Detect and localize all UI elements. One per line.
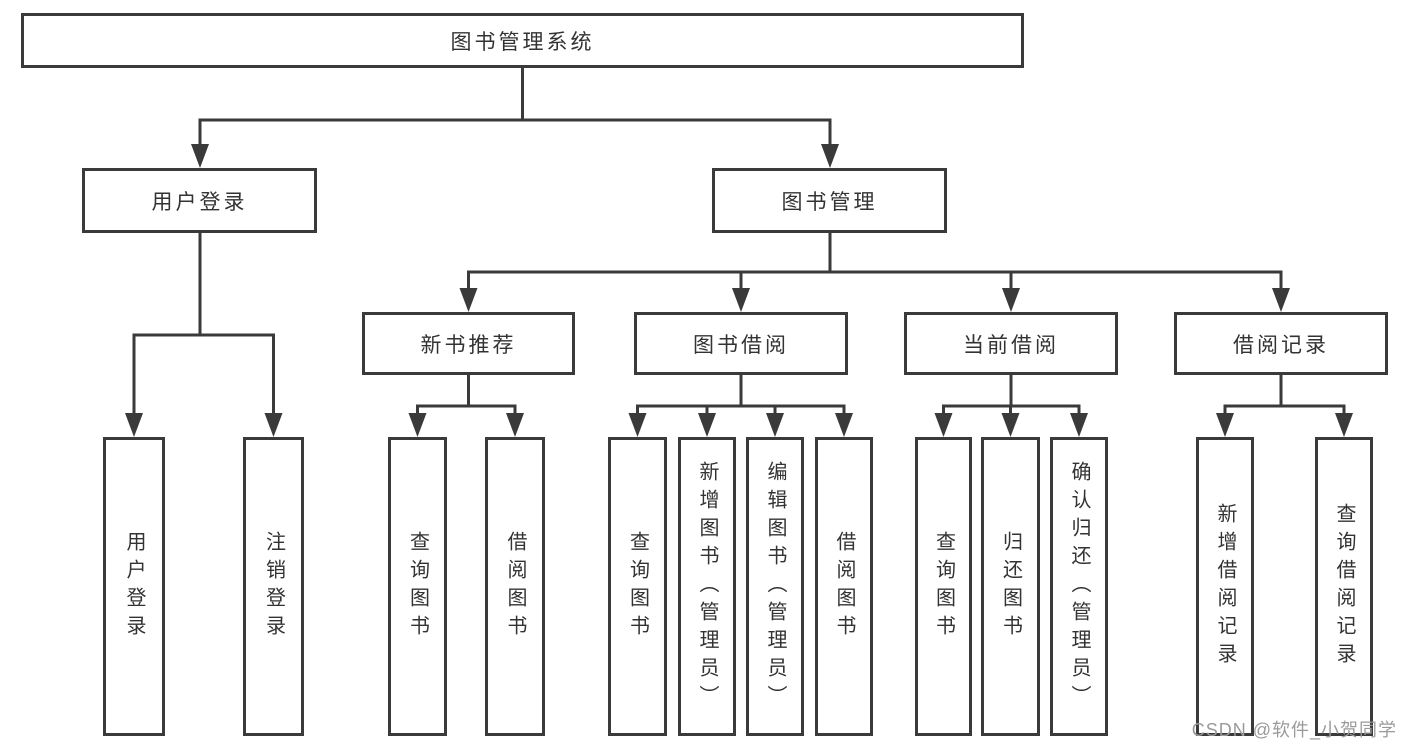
- node-label: 确认归还（管理员）: [1068, 460, 1090, 713]
- node-label: 图书借阅: [693, 333, 789, 357]
- node-label: 借阅记录: [1233, 333, 1329, 357]
- leaf-query-books-2: 查询图书: [608, 437, 667, 736]
- leaf-query-books-1: 查询图书: [388, 437, 447, 736]
- node-label: 查询图书: [932, 530, 955, 643]
- leaf-query-books-3: 查询图书: [915, 437, 972, 736]
- leaf-add-books-admin: 新增图书（管理员）: [678, 437, 736, 736]
- node-book-borrow: 图书借阅: [634, 312, 848, 375]
- node-new-book-recommend: 新书推荐: [362, 312, 575, 375]
- leaf-return-books: 归还图书: [981, 437, 1040, 736]
- node-label: 用户登录: [151, 190, 248, 214]
- node-label: 归还图书: [999, 530, 1022, 643]
- leaf-edit-books-admin: 编辑图书（管理员）: [746, 437, 804, 736]
- node-label: 借阅图书: [504, 530, 526, 643]
- leaf-query-borrow-record: 查询借阅记录: [1315, 437, 1373, 736]
- node-label: 借阅图书: [833, 530, 855, 643]
- leaf-borrow-books-1: 借阅图书: [485, 437, 545, 736]
- node-label: 当前借阅: [963, 333, 1059, 357]
- node-label: 新增图书（管理员）: [696, 460, 718, 713]
- node-label: 编辑图书（管理员）: [764, 460, 786, 713]
- leaf-confirm-return-admin: 确认归还（管理员）: [1050, 437, 1108, 736]
- node-label: 图书管理: [781, 190, 878, 214]
- node-label: 查询借阅记录: [1333, 502, 1355, 671]
- node-label: 新增借阅记录: [1214, 502, 1236, 671]
- node-book-management: 图书管理: [712, 168, 947, 233]
- node-label: 新书推荐: [420, 333, 517, 357]
- node-label: 查询图书: [626, 530, 649, 643]
- node-label: 查询图书: [406, 530, 429, 643]
- node-label: 注销登录: [262, 530, 285, 643]
- node-user-login: 用户登录: [82, 168, 317, 233]
- node-current-borrow: 当前借阅: [904, 312, 1118, 375]
- leaf-borrow-books-2: 借阅图书: [815, 437, 873, 736]
- node-root-system: 图书管理系统: [21, 13, 1024, 68]
- csdn-watermark: CSDN @软件_小贺同学: [1191, 720, 1397, 740]
- node-label: 图书管理系统: [450, 30, 595, 54]
- node-label: 用户登录: [123, 530, 145, 643]
- leaf-add-borrow-record: 新增借阅记录: [1196, 437, 1254, 736]
- leaf-logout: 注销登录: [243, 437, 304, 736]
- leaf-user-login: 用户登录: [103, 437, 165, 736]
- node-borrow-records: 借阅记录: [1174, 312, 1388, 375]
